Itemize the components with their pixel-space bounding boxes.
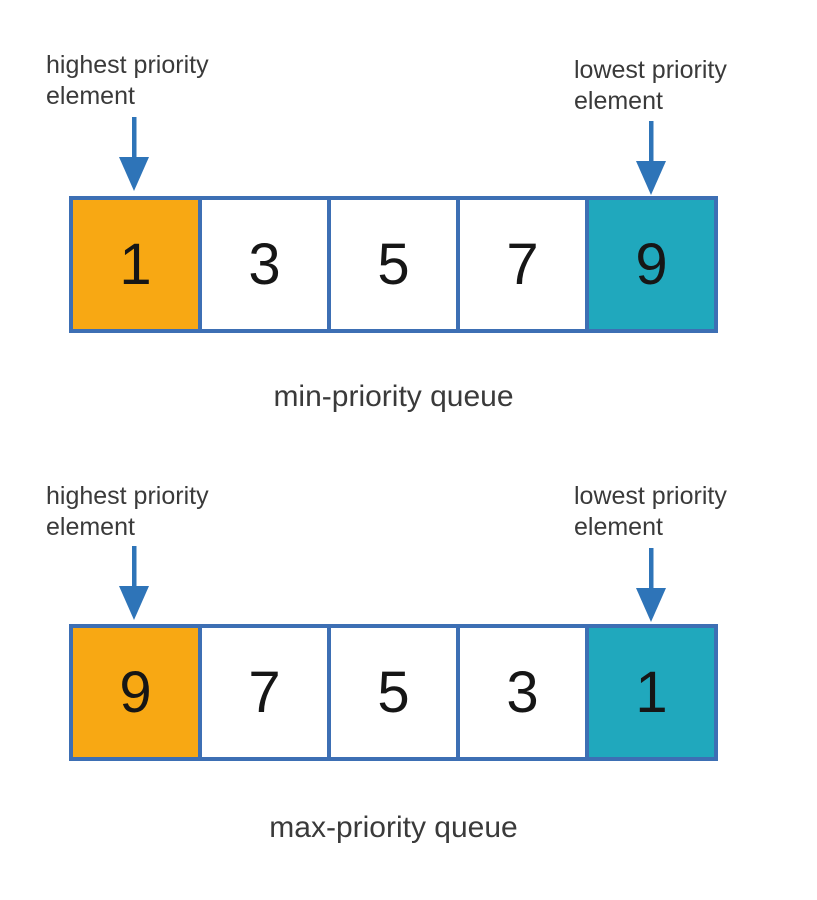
down-arrow-icon (636, 121, 666, 195)
annotation-lowest-priority: lowest priority element (574, 481, 727, 543)
queue-cell: 1 (585, 628, 714, 757)
annotation-line: lowest priority (574, 56, 727, 84)
cell-value: 9 (635, 231, 668, 297)
annotation-line: element (574, 513, 663, 541)
down-arrow-icon (119, 546, 149, 620)
annotation-line: element (574, 87, 663, 115)
queue-cell: 3 (198, 200, 327, 329)
max-priority-queue: 9 7 5 3 1 (69, 624, 718, 761)
annotation-lowest-priority: lowest priority element (574, 55, 727, 117)
annotation-line: highest priority (46, 51, 209, 79)
queue-cell: 3 (456, 628, 585, 757)
cell-value: 7 (506, 231, 539, 297)
annotation-highest-priority: highest priority element (46, 50, 209, 112)
queue-caption-max: max-priority queue (269, 811, 518, 844)
cell-value: 5 (377, 231, 410, 297)
cell-value: 7 (248, 659, 281, 725)
down-arrow-icon (636, 548, 666, 622)
queue-cell: 5 (327, 200, 456, 329)
cell-value: 1 (119, 231, 152, 297)
cell-value: 3 (506, 659, 539, 725)
annotation-line: highest priority (46, 482, 209, 510)
queue-cell: 7 (198, 628, 327, 757)
down-arrow-icon (119, 117, 149, 191)
annotation-highest-priority: highest priority element (46, 481, 209, 543)
cell-value: 1 (635, 659, 668, 725)
annotation-line: lowest priority (574, 482, 727, 510)
cell-value: 3 (248, 231, 281, 297)
cell-value: 9 (119, 659, 152, 725)
annotation-line: element (46, 82, 135, 110)
queue-cell: 5 (327, 628, 456, 757)
cell-value: 5 (377, 659, 410, 725)
queue-cell: 7 (456, 200, 585, 329)
queue-cell: 1 (73, 200, 198, 329)
queue-caption-min: min-priority queue (273, 380, 514, 413)
min-priority-queue: 1 3 5 7 9 (69, 196, 718, 333)
queue-cell: 9 (585, 200, 714, 329)
annotation-line: element (46, 513, 135, 541)
queue-cell: 9 (73, 628, 198, 757)
